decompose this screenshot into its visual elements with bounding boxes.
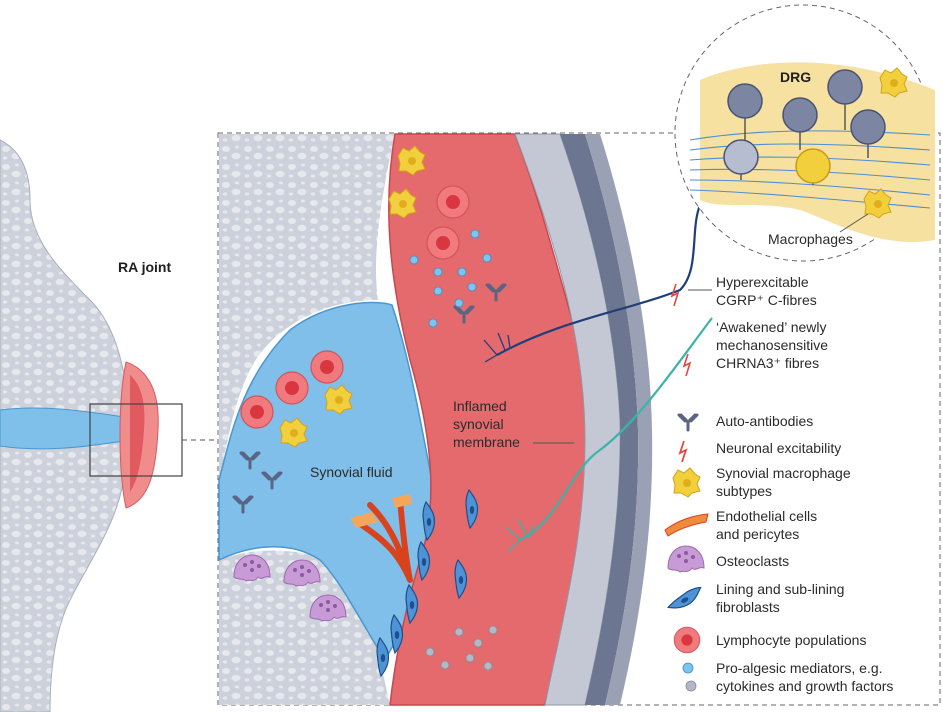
mediator-icon <box>682 662 697 692</box>
legend: Auto-antibodies Neuronal excitability Sy… <box>664 413 893 694</box>
chrna3-fibre <box>519 317 713 541</box>
drg-inset: DRG Macrophages <box>674 4 935 262</box>
ra-joint: RA joint <box>0 139 218 712</box>
svg-text:Auto-antibodies: Auto-antibodies <box>716 413 813 429</box>
svg-text:subtypes: subtypes <box>716 483 772 499</box>
legend-item-mediators: Pro-algesic mediators, e.g. cytokines an… <box>682 660 893 694</box>
zoom-panel: Synovial fluid Inflamed synovial membran… <box>217 132 941 706</box>
legend-item-macrophage: Synovial macrophage subtypes <box>672 465 851 499</box>
ra-joint-title: RA joint <box>118 259 171 275</box>
drg-title: DRG <box>780 69 811 85</box>
inflamed-label-3: membrane <box>453 434 520 450</box>
legend-item-auto-antibodies: Auto-antibodies <box>677 413 813 432</box>
inflamed-label-2: synovial <box>453 416 504 432</box>
svg-text:Synovial macrophage: Synovial macrophage <box>716 465 851 481</box>
awake-fibre-label-1: ‘Awakened’ newly <box>716 319 827 335</box>
lightning-icon <box>678 440 688 463</box>
svg-text:cytokines and growth factors: cytokines and growth factors <box>716 678 893 694</box>
drg-macrophages-label: Macrophages <box>768 231 853 247</box>
legend-item-neuronal-excitability: Neuronal excitability <box>678 440 841 463</box>
cgrp-fibre <box>496 204 702 356</box>
endothelial-icon <box>664 513 709 537</box>
svg-text:Pro-algesic mediators, e.g.: Pro-algesic mediators, e.g. <box>716 660 883 676</box>
fibroblast-icon <box>665 584 706 615</box>
synovial-fluid-label: Synovial fluid <box>310 464 393 480</box>
legend-item-endothelial: Endothelial cells and pericytes <box>664 508 817 542</box>
awake-fibre-label-2: mechanosensitive <box>716 337 828 353</box>
awake-fibre-label-3: CHRNA3⁺ fibres <box>716 355 819 371</box>
svg-text:Lymphocyte populations: Lymphocyte populations <box>716 632 866 648</box>
hyper-fibre-label-1: Hyperexcitable <box>716 274 809 290</box>
hyper-fibre-label-2: CGRP⁺ C-fibres <box>716 292 817 308</box>
legend-item-lymphocytes: Lymphocyte populations <box>673 626 866 654</box>
svg-text:Endothelial cells: Endothelial cells <box>716 508 817 524</box>
legend-item-fibroblasts: Lining and sub-lining fibroblasts <box>665 581 844 615</box>
svg-text:Osteoclasts: Osteoclasts <box>716 553 789 569</box>
svg-text:Neuronal excitability: Neuronal excitability <box>716 440 841 456</box>
antibody-icon <box>677 413 699 432</box>
lymphocyte-icon <box>673 626 701 654</box>
legend-item-osteoclasts: Osteoclasts <box>667 545 789 573</box>
svg-text:fibroblasts: fibroblasts <box>716 599 780 615</box>
svg-text:Lining and sub-lining: Lining and sub-lining <box>716 581 844 597</box>
macrophage-icon <box>672 467 701 498</box>
osteoclast-icon <box>667 545 705 573</box>
inflamed-label-1: Inflamed <box>453 398 507 414</box>
svg-text:and pericytes: and pericytes <box>716 526 799 542</box>
